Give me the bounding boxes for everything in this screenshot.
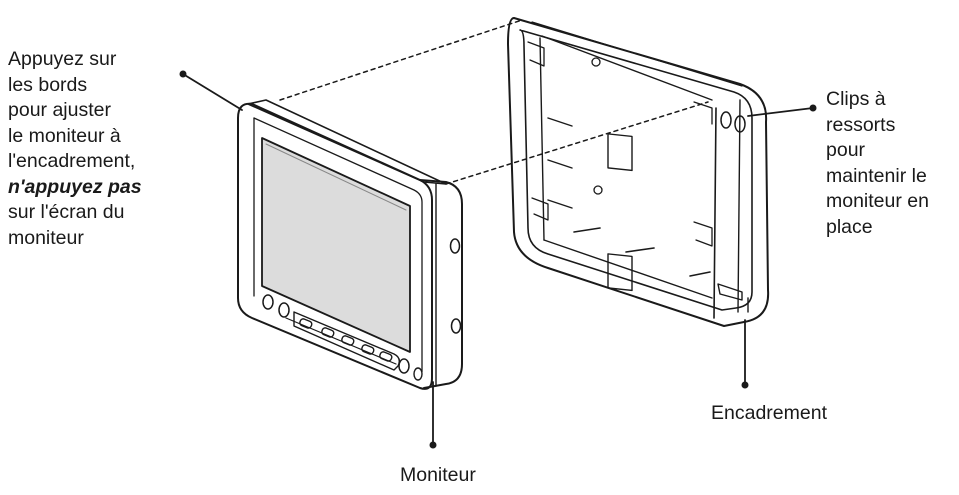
callout-line: moniteur xyxy=(8,226,84,249)
label-monitor: Moniteur xyxy=(400,464,476,486)
callout-line: moniteur en xyxy=(826,190,929,212)
callout-line: maintenir le xyxy=(826,164,927,187)
frame-drawing xyxy=(507,17,770,327)
leader-dots xyxy=(179,70,817,449)
callout-line: le moniteur à xyxy=(8,124,121,147)
callout-line: Appuyez sur xyxy=(8,48,117,70)
callout-emphasis: n'appuyez pas xyxy=(8,175,142,198)
monitor-drawing xyxy=(237,99,463,390)
alignment-lines xyxy=(279,19,709,185)
callout-line: pour ajuster xyxy=(8,99,111,121)
callout-line: place xyxy=(826,215,873,238)
callout-line: sur l'écran du xyxy=(8,201,125,223)
leader-spring-clips xyxy=(747,107,814,117)
callout-spring-clips: Clips à ressorts pour maintenir le monit… xyxy=(826,87,929,240)
callout-line: les bords xyxy=(8,73,88,96)
callout-line: Clips à xyxy=(826,88,886,110)
callout-line: l'encadrement, xyxy=(8,150,136,172)
label-frame: Encadrement xyxy=(711,402,827,424)
callout-press-edges: Appuyez sur les bords pour ajuster le mo… xyxy=(8,47,142,251)
callout-line: pour xyxy=(826,139,866,161)
callout-line: ressorts xyxy=(826,113,896,136)
leader-press-edges xyxy=(182,73,243,111)
leader-lines xyxy=(182,73,814,446)
